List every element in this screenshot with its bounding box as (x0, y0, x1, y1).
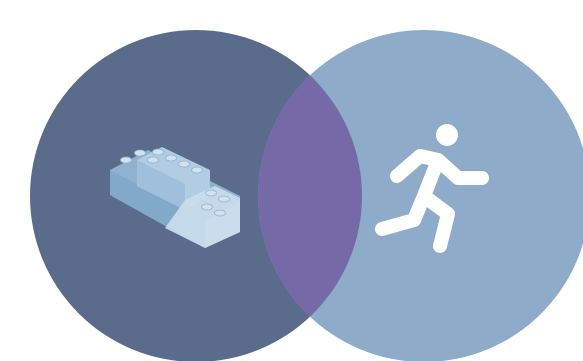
venn-diagram (0, 0, 583, 361)
